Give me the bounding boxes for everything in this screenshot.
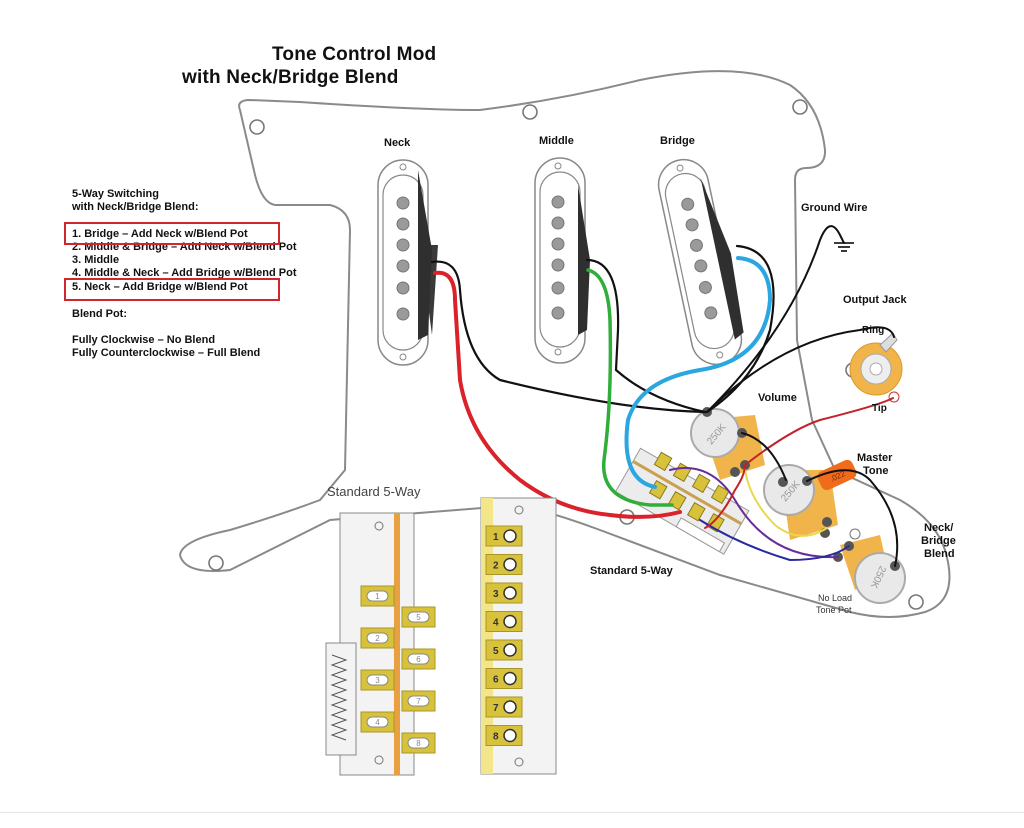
switch-lug-2: 2 — [360, 627, 395, 649]
output-jack — [849, 332, 903, 403]
tip-label: Tip — [872, 403, 887, 414]
switch-lug-number: 3 — [493, 589, 499, 600]
output-jack-label: Output Jack — [843, 294, 907, 306]
switch-lug-3: 3 — [485, 582, 523, 604]
switch-lug-number: 4 — [493, 618, 499, 629]
switch-lug-5: 5 — [401, 606, 436, 628]
legend-heading-2: with Neck/Bridge Blend: — [72, 201, 199, 213]
switch-lug-number: 1 — [493, 532, 499, 543]
switch-lug-4: 4 — [360, 711, 395, 733]
legend-heading-1: 5-Way Switching — [72, 188, 159, 200]
screw-hole — [792, 99, 808, 115]
bridge-pickup-label: Bridge — [660, 135, 695, 147]
bottom-divider — [0, 812, 1024, 813]
screw-hole — [908, 594, 924, 610]
neck-pickup-label: Neck — [384, 137, 411, 149]
wire-volume-tone — [741, 432, 787, 481]
blend-label-2: Bridge — [921, 535, 956, 547]
ground-wire-label: Ground Wire — [801, 202, 868, 214]
switch-lug-number: 7 — [416, 697, 421, 706]
switch-lug-number: 8 — [493, 732, 499, 743]
neck-pickup — [377, 159, 438, 366]
screw-hole — [249, 119, 265, 135]
ground-symbol-icon — [834, 242, 854, 252]
blend-label-3: Blend — [924, 548, 955, 560]
middle-pickup — [534, 157, 590, 364]
switch-lug-5: 5 — [485, 639, 523, 661]
middle-pickup-label: Middle — [539, 135, 574, 147]
switch-lug-1: 1 — [485, 525, 523, 547]
switch-lug-number: 8 — [416, 739, 421, 748]
switch-lug-number: 6 — [416, 655, 421, 664]
highlight-box-position-5 — [64, 278, 280, 301]
legend-position-3: 3. Middle — [72, 254, 120, 266]
bridge-pickup — [657, 158, 744, 366]
wire-blue-bridge — [624, 256, 773, 489]
switch-lug-number: 5 — [416, 613, 421, 622]
wire-red-neck — [433, 270, 682, 519]
no-load-label-2: Tone Pot — [816, 605, 852, 615]
volume-pot: 250K — [690, 407, 765, 480]
highlight-box-position-1 — [64, 222, 280, 245]
legend-position-1: 1. Bridge – Add Neck w/Blend Pot — [72, 228, 248, 240]
legend-position-5: 5. Neck – Add Bridge w/Blend Pot — [72, 281, 248, 293]
screw-hole — [522, 104, 538, 120]
switch-lug-3: 3 — [360, 669, 395, 691]
wire-red-switch — [704, 464, 746, 529]
title-line-2: with Neck/Bridge Blend — [182, 67, 399, 88]
switch-lug-4: 4 — [485, 611, 523, 632]
screw-hole — [208, 555, 224, 571]
wire-yellow — [744, 469, 828, 537]
blend-pot-heading: Blend Pot: — [72, 308, 127, 320]
ring-label: Ring — [862, 325, 885, 336]
switch-lug-number: 1 — [375, 592, 380, 601]
switch-lug-number: 5 — [493, 646, 499, 657]
switch-lug-6: 6 — [401, 648, 436, 670]
switch-lug-8: 8 — [485, 725, 523, 746]
switch-detail-lugs-right: 5 6 7 8 — [401, 606, 436, 754]
switch-lug-2: 2 — [485, 554, 523, 575]
switch-lug-number: 7 — [493, 703, 499, 714]
wire-tip — [744, 397, 894, 466]
wire-black-middle — [585, 258, 707, 414]
switch-lug-1: 1 — [360, 585, 395, 607]
five-way-switch — [614, 447, 750, 555]
title-line-1: Tone Control Mod — [272, 44, 437, 65]
wire-ground — [706, 225, 845, 413]
switch-lug-7: 7 — [485, 696, 523, 718]
wire-tone-blend — [806, 469, 899, 567]
wire-black-bridge — [705, 244, 775, 414]
switch-lug-8: 8 — [401, 732, 436, 754]
switch-lug-number: 6 — [493, 675, 499, 686]
switch-lug-number: 2 — [375, 634, 380, 643]
switch-lug-number: 2 — [493, 561, 499, 572]
wire-green-middle — [586, 268, 674, 507]
wires — [430, 225, 899, 567]
switch-lug-6: 6 — [485, 668, 523, 689]
volume-label: Volume — [758, 392, 797, 404]
switch-detail-lugs-column: 1 2 3 4 5 6 7 8 — [485, 525, 523, 746]
master-tone-label-2: Tone — [863, 465, 889, 477]
switch-label: Standard 5-Way — [590, 565, 673, 577]
master-tone-label-1: Master — [857, 452, 893, 464]
wire-ring — [706, 326, 895, 413]
switch-lug-number: 4 — [375, 718, 380, 727]
switch-detail-title: Standard 5-Way — [327, 484, 421, 499]
switch-lug-7: 7 — [401, 690, 436, 712]
no-load-label-1: No Load — [818, 593, 853, 603]
legend-position-4: 4. Middle & Neck – Add Bridge w/Blend Po… — [72, 267, 297, 279]
switch-lug-number: 3 — [375, 676, 380, 685]
wire-purple — [669, 467, 839, 559]
blend-label-1: Neck/ — [924, 522, 954, 534]
blend-pot-counterclockwise: Fully Counterclockwise – Full Blend — [72, 347, 261, 359]
switch-detail-lugs-left: 1 2 3 4 — [360, 585, 395, 733]
blend-pot-clockwise: Fully Clockwise – No Blend — [72, 334, 216, 346]
wire-navy — [699, 519, 850, 562]
blend-pot: 250K — [833, 528, 906, 604]
